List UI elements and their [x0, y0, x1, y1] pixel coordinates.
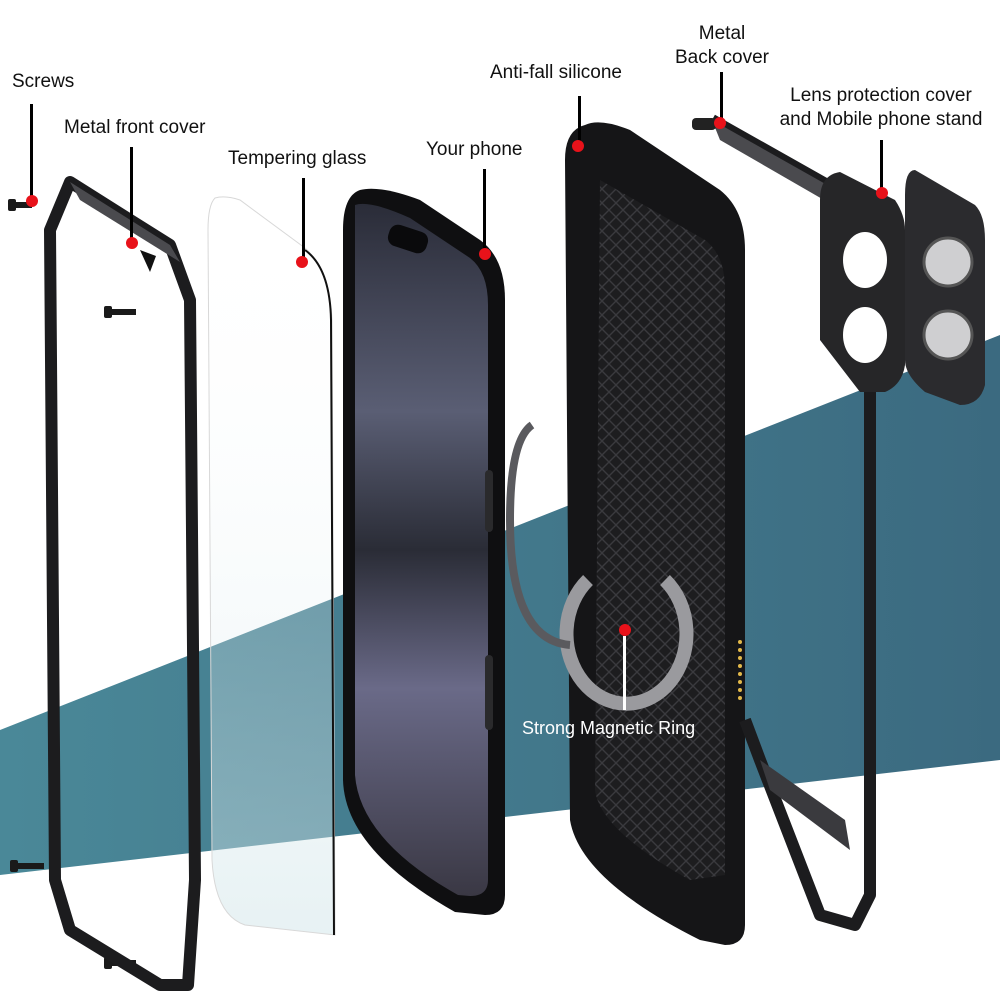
callout-lens-protection-line [880, 140, 883, 192]
callout-lens-protection-marker [876, 187, 888, 199]
callout-lens-protection-line2: and Mobile phone stand [779, 109, 983, 130]
callout-your-phone-marker [479, 248, 491, 260]
callout-your-phone-line [483, 169, 486, 251]
callout-metal-front-cover-marker [126, 237, 138, 249]
lens-protection-stand [820, 170, 985, 405]
callout-anti-fall-silicone-marker [572, 140, 584, 152]
callout-magnetic-ring-label: Strong Magnetic Ring [522, 718, 696, 738]
callout-screws-line [30, 104, 33, 200]
callout-metal-back-cover-line [720, 72, 723, 120]
callout-tempering-glass-line [302, 178, 305, 258]
callout-anti-fall-silicone-line [578, 96, 581, 146]
callout-anti-fall-silicone-label: Anti-fall silicone [490, 62, 622, 83]
callout-metal-back-cover-line2: Back cover [675, 47, 769, 68]
callout-lens-protection-label: Lens protection cover and Mobile phone s… [770, 84, 992, 132]
metal-front-cover-frame [44, 176, 201, 991]
callout-metal-back-cover-line1: Metal [698, 23, 746, 44]
callout-screws-marker [26, 195, 38, 207]
callout-metal-front-cover-label: Metal front cover [64, 117, 206, 138]
callout-lens-protection-line1: Lens protection cover [790, 85, 972, 106]
callout-tempering-glass-marker [296, 256, 308, 268]
callout-tempering-glass-label: Tempering glass [228, 148, 367, 169]
callout-metal-back-cover-label: Metal Back cover [670, 22, 774, 70]
callout-screws-label: Screws [12, 71, 75, 92]
callout-magnetic-ring-line [623, 636, 626, 710]
callout-metal-front-cover-line [130, 147, 133, 239]
anti-fall-silicone-case [559, 122, 745, 946]
callout-metal-back-cover-marker [714, 117, 726, 129]
phone [343, 188, 505, 915]
callout-your-phone-label: Your phone [426, 139, 523, 160]
magnetic-ring [505, 421, 571, 649]
callout-magnetic-ring-marker [619, 624, 631, 636]
pogo-pins [738, 640, 742, 700]
tempering-glass-sheet [207, 196, 336, 936]
